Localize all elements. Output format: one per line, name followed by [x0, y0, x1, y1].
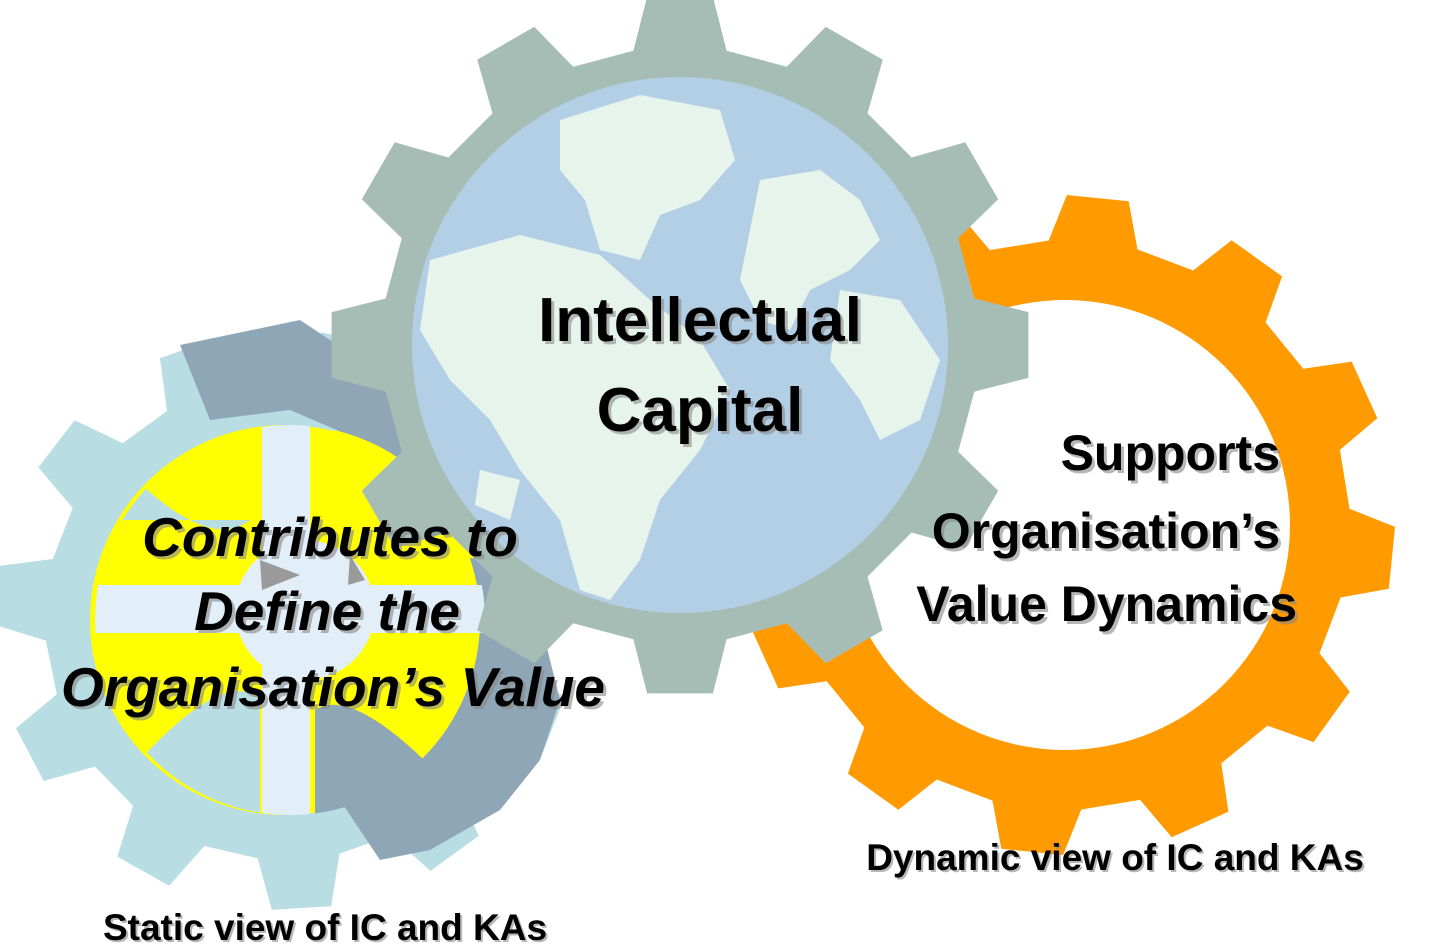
right-caption-shadow: Dynamic view of IC and KAs: [868, 839, 1366, 880]
right-label-line-2: Organisation’s: [932, 503, 1280, 559]
globe-icon: [412, 77, 948, 613]
center-label-line-1: Intellectual: [538, 286, 862, 355]
center-gear: [331, 0, 1029, 694]
left-caption-shadow: Static view of IC and KAs: [105, 909, 549, 950]
right-gear-caption: Dynamic view of IC and KAs: [866, 837, 1364, 878]
right-gear-label: Supports Supports Organisation’s Organis…: [916, 425, 1300, 635]
center-label-line-1-shadow: Intellectual: [541, 289, 865, 358]
left-gear-label: Contributes to Contributes to Define the…: [61, 506, 608, 721]
captions: Dynamic view of IC and KAs Dynamic view …: [103, 837, 1366, 950]
right-label-line-1: Supports: [1061, 425, 1280, 481]
left-label-line-3-shadow: Organisation’s Value: [64, 659, 608, 721]
left-gear-caption: Static view of IC and KAs: [103, 907, 547, 948]
right-label-line-2-shadow: Organisation’s: [935, 506, 1283, 562]
center-label-line-2-shadow: Capital: [600, 379, 807, 448]
left-label-line-1: Contributes to: [142, 506, 518, 568]
right-label-line-3-shadow: Value Dynamics: [919, 579, 1300, 635]
right-label-line-1-shadow: Supports: [1064, 428, 1283, 484]
right-label-line-3: Value Dynamics: [916, 576, 1297, 632]
left-label-line-1-shadow: Contributes to: [145, 509, 521, 571]
center-label-line-2: Capital: [597, 376, 804, 445]
center-gear-label: Intellectual Intellectual Capital Capita…: [538, 286, 865, 448]
left-label-line-2-shadow: Define the: [197, 583, 463, 645]
left-label-line-2: Define the: [194, 580, 460, 642]
left-label-line-3: Organisation’s Value: [61, 656, 605, 718]
